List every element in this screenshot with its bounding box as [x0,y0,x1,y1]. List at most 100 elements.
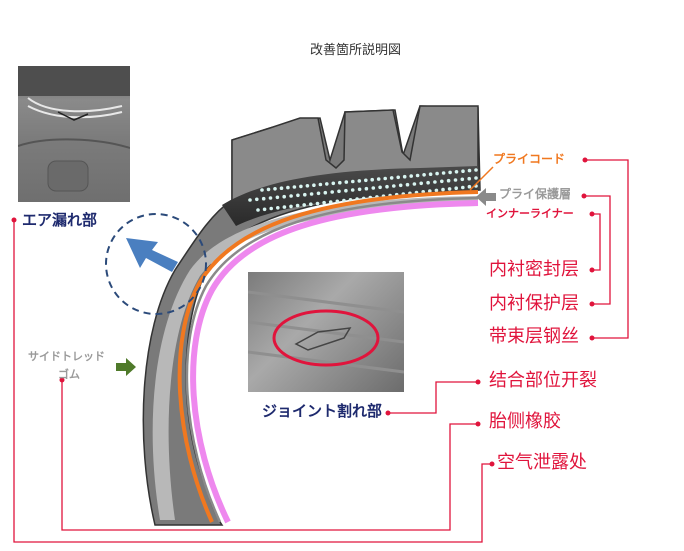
belt-dot [453,178,458,182]
belt-dot [433,180,437,184]
belt-dot [302,203,307,207]
belt-dot [405,182,410,187]
belt-dot [309,192,314,196]
belt-dot [376,177,381,181]
belt-dot [474,168,478,172]
belt-dot [440,179,444,184]
label-ply-protect: プライ保護層 [499,187,572,201]
belt-dot [392,184,396,188]
belt-dot [286,185,290,190]
belt-dot [273,187,277,191]
belt-dot [371,186,376,190]
label-inner-liner: インナーライナー [486,207,574,220]
label-air-leak-jp: エア漏れ部 [22,211,98,229]
belt-dot [279,186,284,190]
belt-dot [415,173,420,178]
belt-dot [434,188,439,193]
belt-dot [398,183,403,188]
steel-belt-dots [248,168,478,212]
belt-dot [292,185,297,189]
belt-dot [454,186,459,190]
belt-dot [396,175,401,180]
belt-dot [268,196,273,200]
arrow-right-icon [116,358,136,376]
label-inner-seal-cn: 内衬密封层 [489,259,579,280]
belt-dot [428,189,432,193]
belt-dot [289,204,293,209]
belt-dot [262,207,267,212]
page-title: 改善箇所説明図 [310,43,402,58]
belt-dot [412,182,417,186]
belt-dot [248,198,252,202]
label-joint-crack-cn: 结合部位开裂 [489,370,597,391]
belt-dot [312,183,316,187]
belt-dot [276,206,280,210]
belt-dot [309,202,313,206]
belt-dot [344,180,349,184]
belt-dot [447,187,452,191]
belt-dot [342,198,346,203]
belt-dot [318,182,323,187]
belt-dot [256,208,260,212]
belt-dot [266,187,271,192]
label-ply-cord: プライコード [493,152,566,166]
belt-dot [338,180,342,185]
belt-dot [385,184,389,189]
belt-dot [323,190,328,195]
belt-dot [261,196,266,201]
belt-dot [461,185,465,190]
belt-dot [467,176,472,181]
air-leak-photo [18,66,130,202]
belt-dot [474,176,478,180]
belt-region-shape [222,166,478,226]
belt-dot [331,181,336,186]
belt-dot [446,178,451,183]
belt-dot [460,177,465,182]
label-sidewall-cn: 胎侧橡胶 [489,411,561,432]
belt-dot [289,194,293,198]
belt-dot [426,180,430,185]
belt-dot [315,201,320,206]
belt-dot [344,188,348,193]
inner-liner-line [190,200,479,524]
belt-dot [467,168,472,173]
leader-lines [13,159,629,543]
arrow-left-icon [476,188,496,206]
belt-dot [348,198,353,202]
belt-dot [364,186,369,191]
label-sidetread-line2: ゴム [58,368,80,381]
belt-dot [330,190,335,194]
belt-dot [364,178,368,183]
ply-cord-leader [469,166,494,191]
label-sidetread-line1: サイドトレッド [28,350,105,363]
up-left-arrow-icon [126,238,178,272]
air-leak-highlight-circle [105,213,207,315]
belt-dot [296,193,300,198]
belt-dot [428,172,433,176]
belt-dot [316,191,321,196]
belt-dot [295,203,300,208]
belt-dot [275,195,280,200]
joint-crack-photo [248,272,404,392]
label-joint-crack-jp: ジョイント割れ部 [262,402,383,420]
belt-dot [269,206,274,211]
belt-dot [328,200,333,204]
belt-dot [370,177,375,182]
belt-dot [351,179,355,184]
belt-dot [254,197,259,202]
label-air-leak-cn: 空气泄露处 [497,452,587,473]
belt-dot [441,187,445,192]
belt-dot [419,181,424,186]
belt-dot [350,188,355,192]
crack-highlight-ellipse [272,309,380,367]
belt-dot [422,173,426,177]
belt-dot [378,185,382,190]
label-belt-cord-cn: 带束层钢丝 [489,326,579,347]
belt-dot [282,205,287,209]
belt-dot [409,174,414,178]
leader-endpoints [11,157,595,467]
belt-dot [322,200,326,205]
belt-dot [454,170,459,174]
belt-dot [260,188,264,192]
